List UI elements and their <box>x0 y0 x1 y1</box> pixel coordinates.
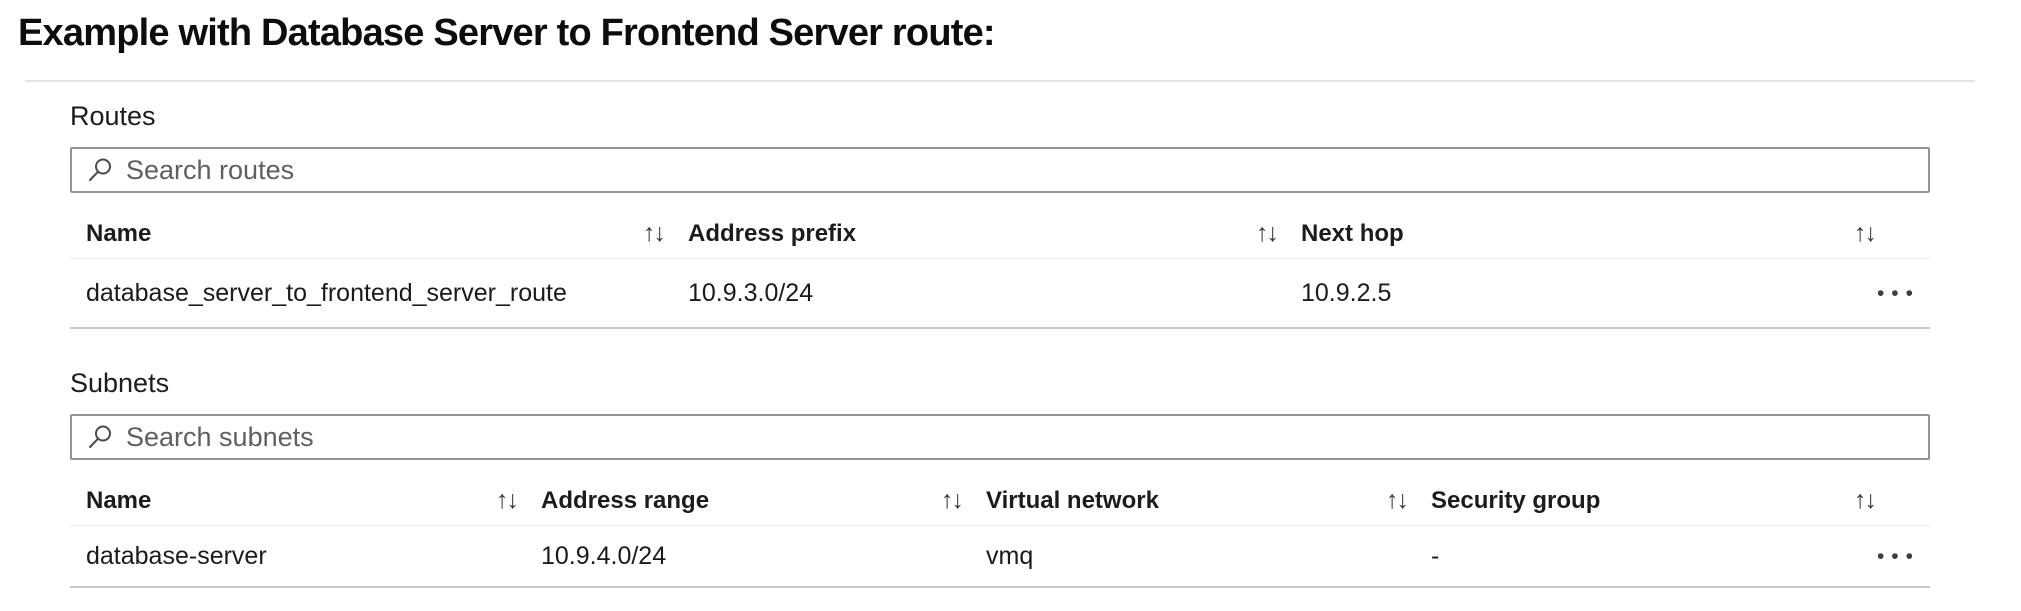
subnet-security-group-cell: - ••• <box>1415 542 1930 571</box>
subnets-column-header-virtual-network[interactable]: Virtual network ↑↓ <box>970 476 1415 525</box>
search-icon <box>89 158 111 181</box>
title-divider <box>25 80 1975 82</box>
sort-icon[interactable]: ↑↓ <box>1256 219 1279 247</box>
column-label: Name <box>86 219 152 247</box>
column-label: Address range <box>541 486 710 514</box>
subnets-column-header-security-group[interactable]: Security group ↑↓ <box>1415 476 1930 525</box>
subnets-table-header: Name ↑↓ Address range ↑↓ Virtual network… <box>70 476 1930 526</box>
route-address-prefix-cell: 10.9.3.0/24 <box>688 278 814 307</box>
more-options-icon[interactable]: ••• <box>1876 281 1920 305</box>
subnets-search-input[interactable] <box>126 421 1928 453</box>
subnets-section: Subnets Name ↑↓ Address range ↑↓ Virtual… <box>70 367 1930 588</box>
subnets-column-header-name[interactable]: Name ↑↓ <box>70 476 525 525</box>
subnets-column-header-address-range[interactable]: Address range ↑↓ <box>525 476 970 525</box>
sort-icon[interactable]: ↑↓ <box>1854 486 1877 514</box>
subnet-address-range-cell: 10.9.4.0/24 <box>541 541 667 570</box>
routes-table-header: Name ↑↓ Address prefix ↑↓ Next hop ↑↓ <box>70 209 1930 259</box>
subnets-search-box[interactable] <box>70 414 1930 460</box>
routes-section-label: Routes <box>70 101 156 131</box>
column-label: Name <box>86 486 152 514</box>
routes-search-box[interactable] <box>70 147 1930 193</box>
routes-column-header-address-prefix[interactable]: Address prefix ↑↓ <box>672 209 1285 258</box>
column-label: Virtual network <box>986 486 1159 514</box>
subnet-virtual-network-cell: vmq <box>986 541 1034 570</box>
next-hop-value: 10.9.2.5 <box>1301 278 1392 307</box>
table-row[interactable]: database_server_to_frontend_server_route… <box>70 259 1930 329</box>
column-label: Next hop <box>1301 219 1404 247</box>
sort-icon[interactable]: ↑↓ <box>1386 486 1409 514</box>
subnets-section-label: Subnets <box>70 368 170 398</box>
route-next-hop-cell: 10.9.2.5 ••• <box>1285 279 1930 308</box>
routes-column-header-next-hop[interactable]: Next hop ↑↓ <box>1285 209 1930 258</box>
sort-icon[interactable]: ↑↓ <box>941 486 964 514</box>
routes-search-input[interactable] <box>126 154 1928 186</box>
routes-column-header-name[interactable]: Name ↑↓ <box>70 209 672 258</box>
search-icon <box>89 425 111 448</box>
table-row[interactable]: database-server 10.9.4.0/24 vmq - ••• <box>70 526 1930 588</box>
sort-icon[interactable]: ↑↓ <box>496 486 519 514</box>
more-options-icon[interactable]: ••• <box>1876 544 1920 568</box>
security-group-value: - <box>1431 541 1440 570</box>
sort-icon[interactable]: ↑↓ <box>643 219 666 247</box>
route-name-cell: database_server_to_frontend_server_route <box>86 278 567 307</box>
page-title: Example with Database Server to Frontend… <box>18 12 996 54</box>
routes-section: Routes Name ↑↓ Address prefix ↑↓ Next ho… <box>70 100 1930 329</box>
sort-icon[interactable]: ↑↓ <box>1854 219 1877 247</box>
column-label: Security group <box>1431 486 1601 514</box>
column-label: Address prefix <box>688 219 857 247</box>
subnet-name-cell: database-server <box>86 541 267 570</box>
